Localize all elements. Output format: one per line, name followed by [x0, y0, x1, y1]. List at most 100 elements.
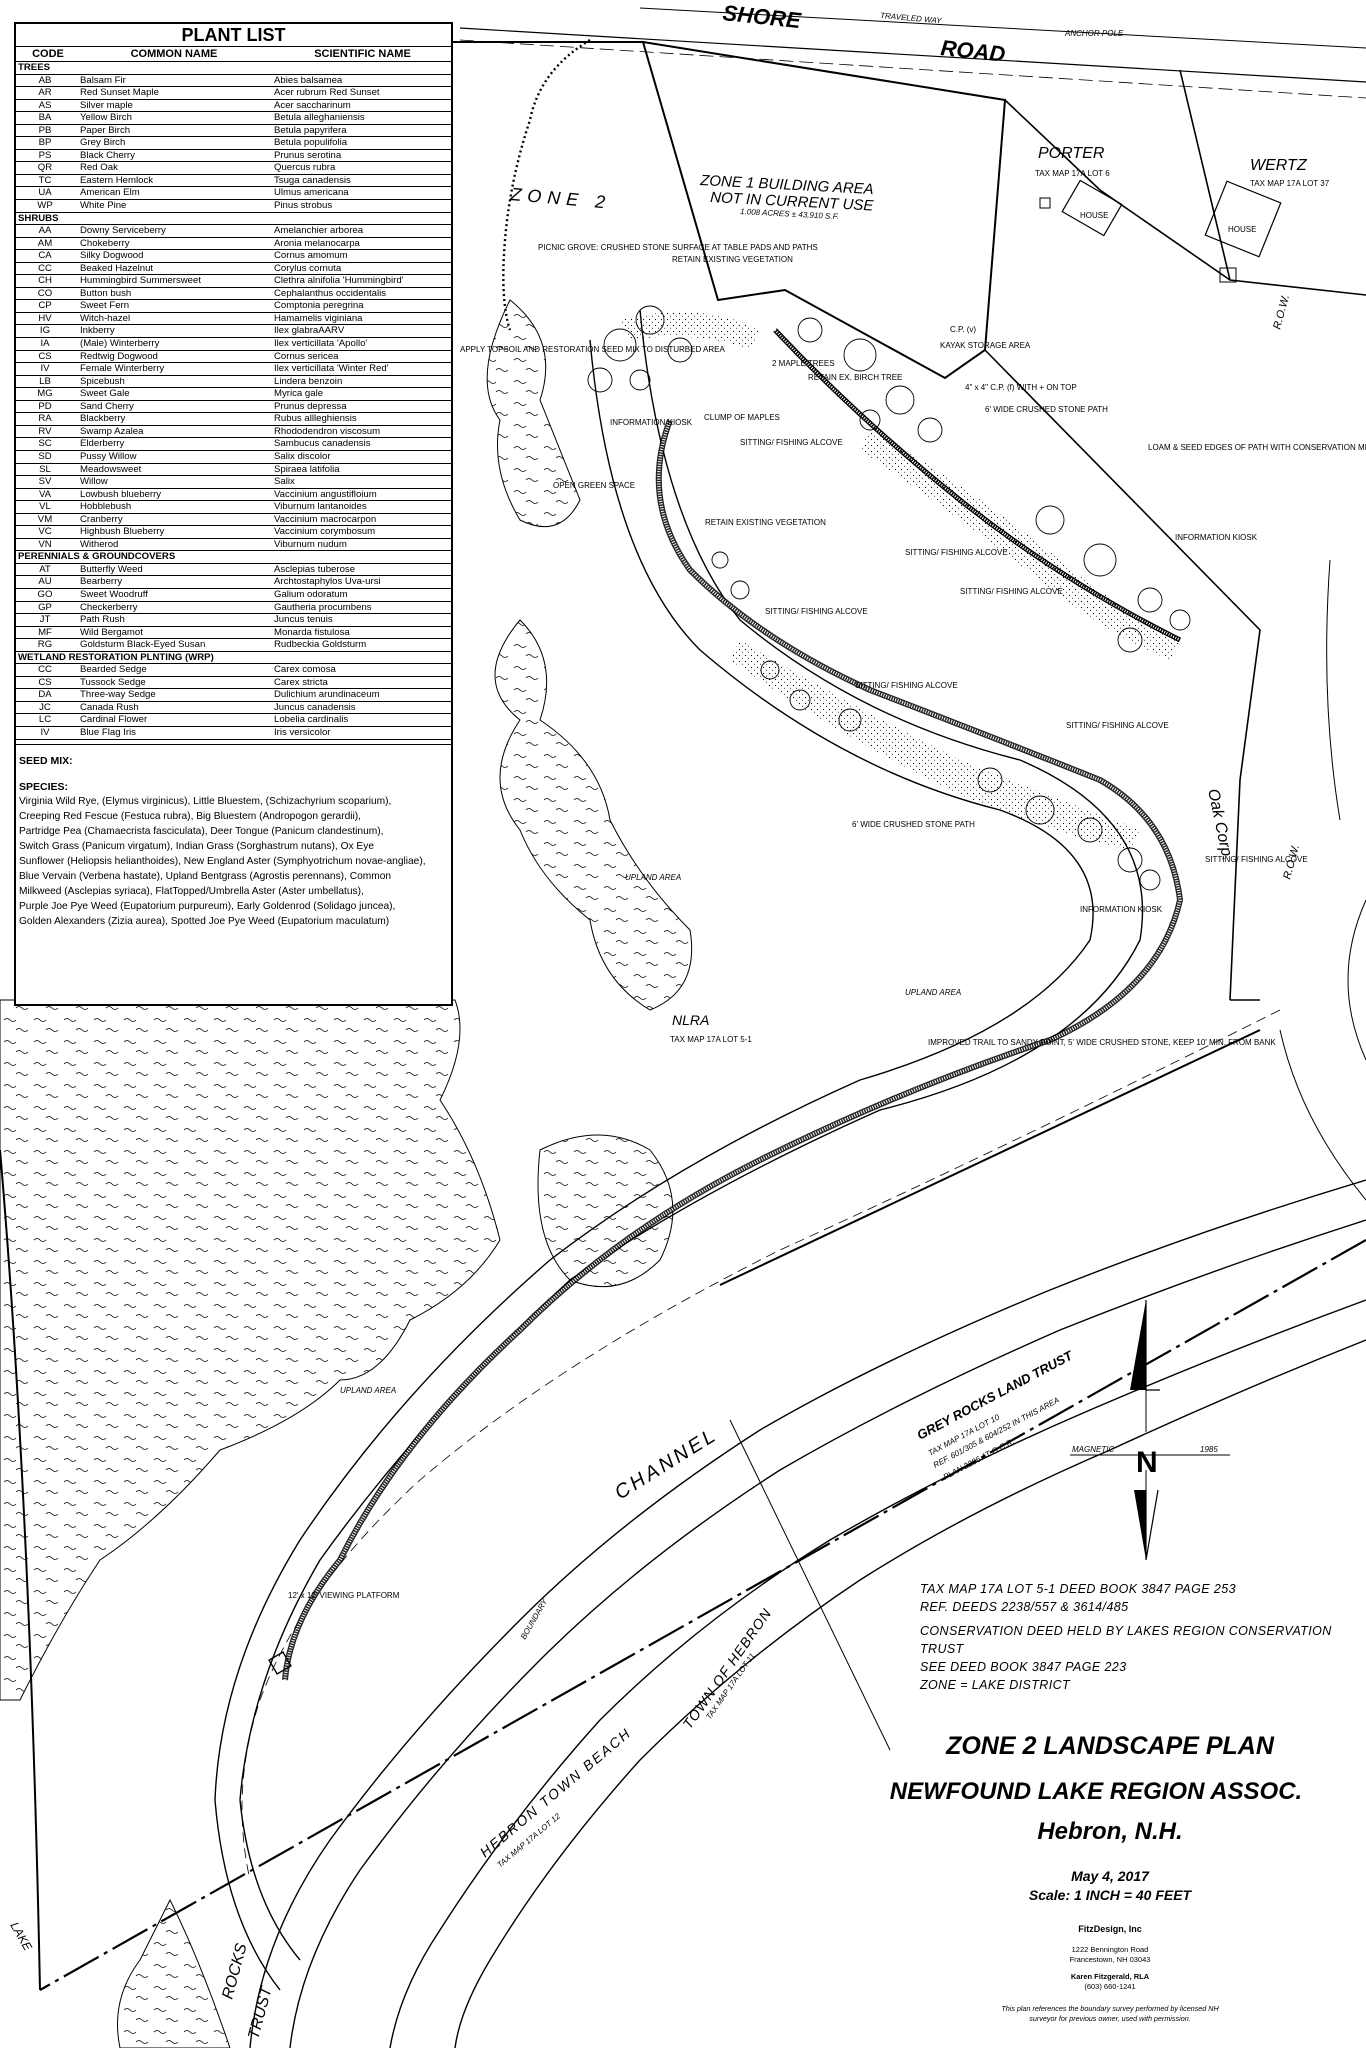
label-upland-1: UPLAND AREA — [625, 873, 681, 882]
plant-code: LB — [16, 375, 74, 389]
label-row-north: R.O.W. — [1271, 293, 1292, 331]
header-scientific: SCIENTIFIC NAME — [268, 47, 451, 62]
common-name: Redtwig Dogwood — [74, 350, 268, 364]
label-viewing-platform: 12' x 12' VIEWING PLATFORM — [288, 1591, 400, 1600]
label-1985: 1985 — [1200, 1445, 1218, 1454]
label-info-kiosk-1: INFORMATION KIOSK — [610, 418, 693, 427]
common-name: Blue Flag Iris — [74, 726, 268, 740]
common-name: Beaked Hazelnut — [74, 262, 268, 276]
common-name: Eastern Hemlock — [74, 174, 268, 188]
common-name: Hobblebush — [74, 500, 268, 514]
common-name: Sweet Woodruff — [74, 588, 268, 602]
scientific-name: Prunus depressa — [268, 400, 451, 414]
plant-code: JC — [16, 701, 74, 715]
scientific-name: Rudbeckia Goldsturm — [268, 638, 451, 652]
plant-code: SV — [16, 475, 74, 489]
scientific-name: Ulmus americana — [268, 186, 451, 200]
plant-code: SC — [16, 437, 74, 451]
plant-code: AM — [16, 237, 74, 251]
scientific-name: Vaccinium corymbosum — [268, 525, 451, 539]
label-retain-birch: RETAIN EX. BIRCH TREE — [808, 373, 902, 382]
scientific-name: Cornus amomum — [268, 249, 451, 263]
label-town-hebron: TOWN OF HEBRON — [679, 1605, 774, 1732]
common-name: Hummingbird Summersweet — [74, 274, 268, 288]
common-name: Sand Cherry — [74, 400, 268, 414]
common-name: Tussock Sedge — [74, 676, 268, 690]
plant-code: RG — [16, 638, 74, 652]
species-label: SPECIES: — [19, 780, 69, 793]
table-header-row: CODE COMMON NAME SCIENTIFIC NAME — [16, 47, 451, 62]
common-name: Sweet Gale — [74, 387, 268, 401]
section-heading: TREES — [16, 61, 451, 75]
common-name: Balsam Fir — [74, 74, 268, 88]
common-name: Paper Birch — [74, 124, 268, 138]
common-name: Button bush — [74, 287, 268, 301]
leader-line — [729, 1419, 891, 1751]
plant-code: IV — [16, 362, 74, 376]
plant-list-title: PLANT LIST — [16, 24, 451, 47]
scientific-name: Betula populifolia — [268, 136, 451, 150]
plant-code: GP — [16, 601, 74, 615]
contour-lines — [1279, 559, 1366, 1201]
section-heading: SHRUBS — [16, 212, 451, 226]
common-name: American Elm — [74, 186, 268, 200]
common-name: Meadowsweet — [74, 463, 268, 477]
marsh-south — [537, 1134, 674, 1288]
plant-code: AR — [16, 86, 74, 100]
original-lake-line — [241, 1009, 1281, 1881]
plant-code: AS — [16, 99, 74, 113]
scientific-name: Betula alleghaniensis — [268, 111, 451, 125]
plant-code: PS — [16, 149, 74, 163]
scientific-name: Betula papyrifera — [268, 124, 451, 138]
plant-code: CC — [16, 262, 74, 276]
nlra-boundary — [719, 1029, 1261, 1286]
label-house-wertz: HOUSE — [1228, 225, 1256, 234]
common-name: Bearded Sedge — [74, 663, 268, 677]
label-retain-veg-2: RETAIN EXISTING VEGETATION — [705, 518, 826, 527]
plant-code: IV — [16, 726, 74, 740]
label-sitting-6: SITTING/ FISHING ALCOVE — [1066, 721, 1169, 730]
scientific-name: Iris versicolor — [268, 726, 451, 740]
plan-title: ZONE 2 LANDSCAPE PLAN — [946, 1732, 1274, 1760]
label-channel: CHANNEL — [611, 1424, 722, 1504]
scientific-name: Carex stricta — [268, 676, 451, 690]
common-name: Grey Birch — [74, 136, 268, 150]
scientific-name: Ilex glabraAARV — [268, 324, 451, 339]
scientific-name: Salix — [268, 475, 451, 489]
marsh-west — [0, 999, 501, 1701]
plant-code: SD — [16, 450, 74, 464]
marsh-southwest — [117, 1898, 231, 2048]
common-name: Willow — [74, 475, 268, 489]
shed-1 — [1039, 197, 1051, 209]
plan-org: NEWFOUND LAKE REGION ASSOC. — [889, 1778, 1303, 1805]
common-name: Lowbush blueberry — [74, 488, 268, 502]
label-improved-trail: IMPROVED TRAIL TO SANDY POINT, 5' WIDE C… — [928, 1038, 1276, 1047]
common-name: Blackberry — [74, 412, 268, 426]
plant-code: UA — [16, 186, 74, 200]
common-name: Red Oak — [74, 161, 268, 175]
channel-shoreline — [214, 309, 1366, 2048]
plant-code: RV — [16, 425, 74, 439]
